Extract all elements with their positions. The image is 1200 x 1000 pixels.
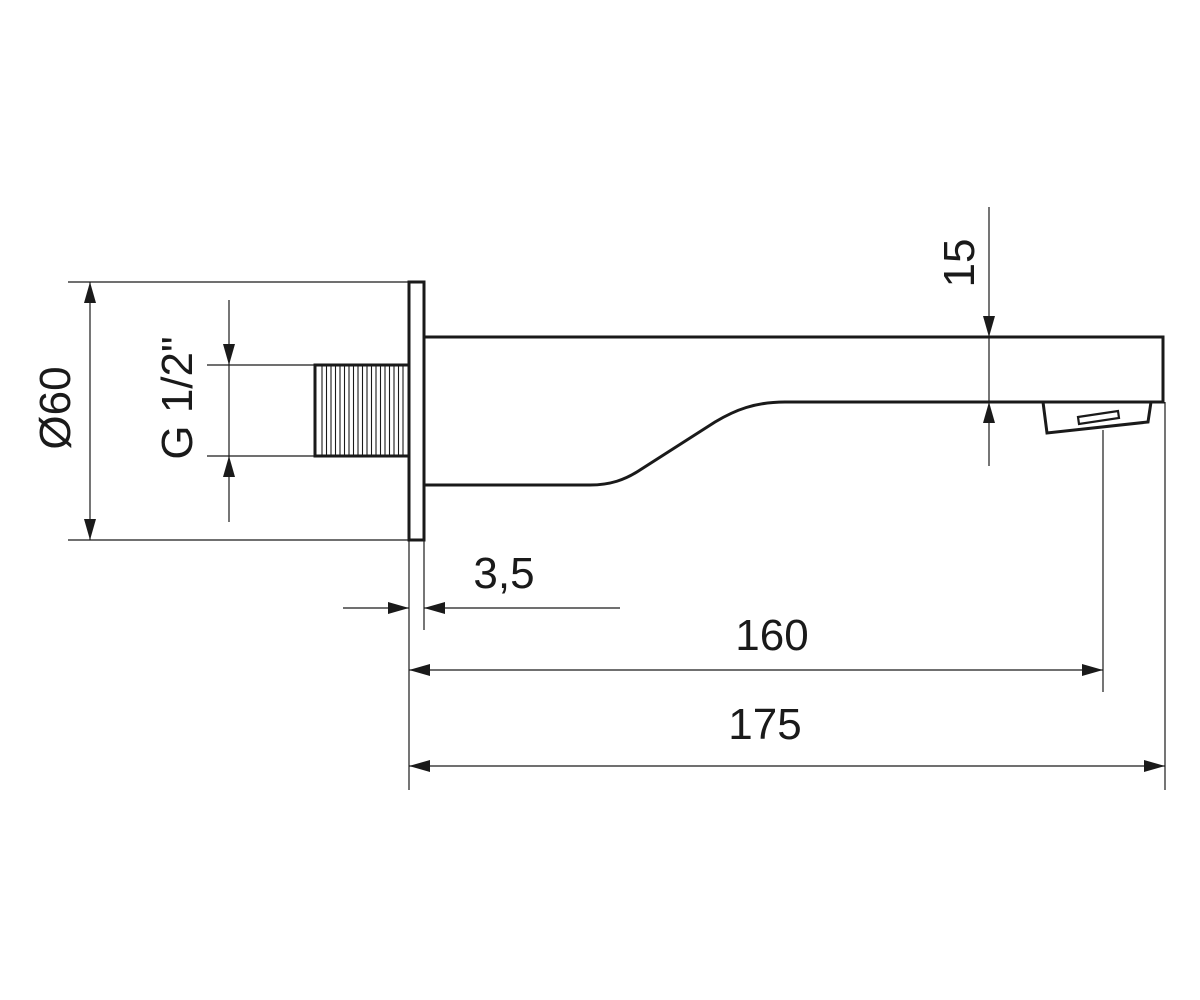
flange-diameter-label: Ø60 [31,366,80,449]
flange-thickness-label: 3,5 [473,549,534,598]
threaded-connector [313,363,411,458]
spout-part [313,280,1165,542]
spout-body [424,335,1165,487]
extension-lines [68,281,1166,790]
outlet-distance-label: 160 [735,611,808,660]
wall-flange [407,280,426,542]
spout-height-label: 15 [935,239,984,288]
overall-length-label: 175 [728,700,801,749]
dimension-thread: G 1/2" [153,300,235,522]
dimension-flange-thickness: 3,5 [343,549,620,614]
dimension-spout-height: 15 [935,207,995,466]
dimension-outlet-distance: 160 [409,611,1103,676]
dimension-overall-length: 175 [409,700,1165,772]
aerator-outlet [1041,401,1153,435]
aerator-slot [1076,409,1121,426]
thread-label: G 1/2" [153,336,202,459]
dimension-flange-diameter: Ø60 [31,282,96,540]
thread-lines [321,366,404,455]
